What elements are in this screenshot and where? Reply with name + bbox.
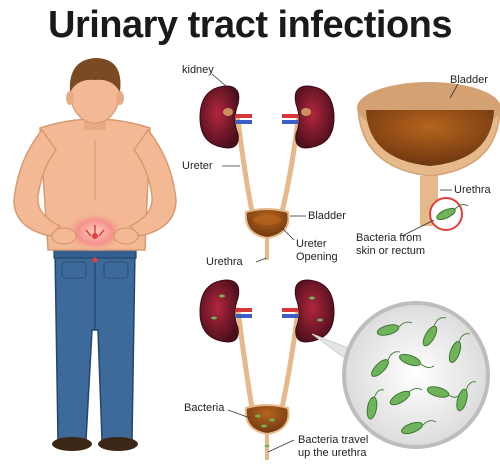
label-bladder-top: Bladder [308, 210, 346, 222]
bladder-zoom [357, 82, 500, 237]
label-bacteria: Bacteria [184, 402, 225, 414]
left-kidney [199, 85, 240, 149]
label-bladder-zoom: Bladder [450, 74, 488, 86]
left-kidney-infected [199, 279, 240, 343]
right-shoe [98, 437, 138, 451]
right-kidney [294, 85, 335, 149]
label-urethra-top: Urethra [206, 256, 243, 268]
label-ureter: Ureter [182, 160, 213, 172]
label-bacteria-travel-line2: up the urethra [298, 447, 367, 459]
hair [69, 58, 121, 92]
label-bacteria-from-line2: skin or rectum [356, 245, 426, 257]
label-bacteria-travel-line1: Bacteria travel [298, 434, 369, 446]
label-ureter-opening-line2: Opening [296, 251, 338, 263]
man-figure [13, 58, 177, 451]
right-kidney-infected [294, 279, 335, 343]
page-title: Urinary tract infections [48, 4, 453, 46]
urinary-system-top [199, 73, 335, 263]
right-hand [113, 227, 139, 245]
left-hand [51, 227, 77, 245]
urinary-system-bottom [199, 279, 351, 460]
label-urethra-zoom: Urethra [454, 184, 491, 196]
bladder-bottom [244, 404, 290, 436]
label-kidney: kidney [182, 64, 214, 76]
bacteria-magnifier [342, 301, 490, 449]
label-ureter-opening-line1: Ureter [296, 238, 327, 250]
label-bacteria-from-line1: Bacteria from [356, 232, 422, 244]
left-shoe [52, 437, 92, 451]
